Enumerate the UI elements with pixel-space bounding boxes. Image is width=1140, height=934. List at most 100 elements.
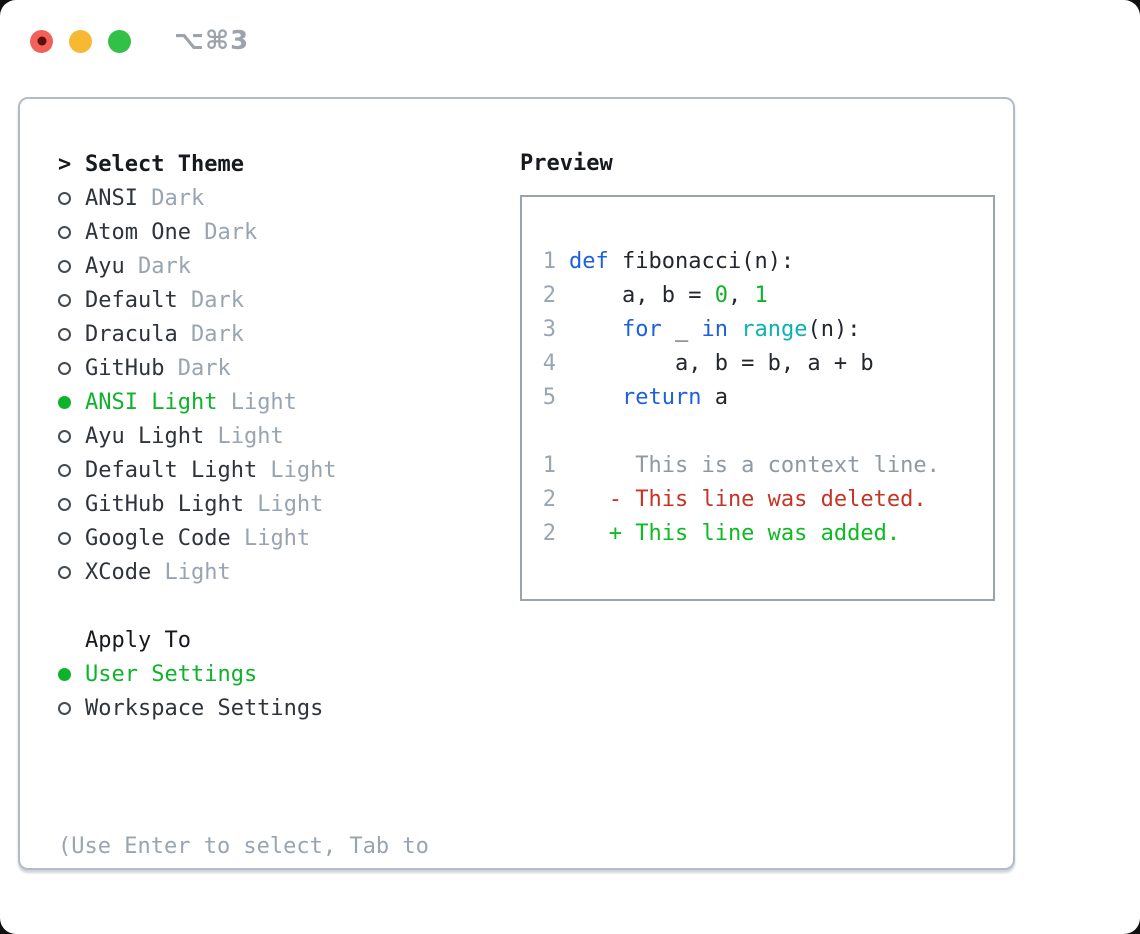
- radio-icon: [58, 293, 71, 307]
- line-content: return a: [621, 385, 728, 410]
- line-number: 2: [542, 521, 556, 546]
- item-label: Ayu Light: [85, 423, 205, 449]
- item-variant-label: Light: [204, 423, 284, 449]
- item-variant-label: Light: [217, 389, 297, 415]
- code-sample: 1 def fibonacci(n): 2 a, b = 0, 1 3 for …: [542, 245, 985, 415]
- code-line: 1 def fibonacci(n):: [542, 245, 985, 279]
- item-label: ANSI Light: [85, 389, 218, 415]
- theme-option-ayu[interactable]: Ayu Dark: [58, 249, 429, 283]
- radio-icon: [58, 225, 71, 239]
- theme-list-header: > Select Theme: [58, 147, 429, 181]
- theme-list: ANSI Dark Atom One Dark Ayu Dark Default…: [58, 181, 429, 589]
- radio-icon: [58, 497, 71, 511]
- window-shortcut-label: ⌥⌘3: [174, 26, 250, 56]
- radio-icon: [58, 361, 71, 375]
- radio-icon: [58, 463, 71, 477]
- item-label: Google Code: [85, 525, 231, 551]
- item-label: ANSI: [85, 185, 138, 211]
- close-button[interactable]: [30, 29, 53, 53]
- theme-option-google-code[interactable]: Google Code Light: [58, 521, 429, 555]
- item-label: XCode: [85, 559, 152, 585]
- item-label: Workspace Settings: [85, 695, 324, 721]
- item-label: Dracula: [85, 321, 178, 347]
- minimize-button[interactable]: [69, 29, 92, 53]
- apply-option-workspace-settings[interactable]: Workspace Settings: [58, 691, 429, 725]
- line-content: This is a context line.: [569, 453, 940, 478]
- theme-option-ansi-light[interactable]: ANSI Light Light: [58, 385, 429, 419]
- code-line: 4 a, b = b, a + b: [542, 347, 985, 381]
- code-line: 2 - This line was deleted.: [542, 483, 985, 517]
- apply-to-title: Apply To: [85, 627, 191, 653]
- radio-icon: [58, 327, 71, 341]
- line-content: for _ in range(n):: [621, 317, 861, 342]
- preview-box: 1 def fibonacci(n): 2 a, b = 0, 1 3 for …: [520, 195, 995, 601]
- item-label: User Settings: [85, 661, 258, 687]
- zoom-button[interactable]: [108, 29, 131, 53]
- theme-option-default-light[interactable]: Default Light Light: [58, 453, 429, 487]
- theme-option-github[interactable]: GitHub Dark: [58, 351, 429, 385]
- theme-option-xcode[interactable]: XCode Light: [58, 555, 429, 589]
- item-variant-label: Dark: [164, 355, 231, 381]
- radio-icon: [58, 531, 71, 545]
- theme-option-default[interactable]: Default Dark: [58, 283, 429, 317]
- apply-to-list: User Settings Workspace Settings: [58, 657, 429, 725]
- line-number: 2: [542, 283, 556, 308]
- line-number: 4: [542, 351, 556, 376]
- radio-icon: [58, 259, 71, 273]
- item-label: Atom One: [85, 219, 191, 245]
- close-dot-icon: [37, 36, 46, 46]
- apply-to-section: Apply To User Settings Workspace Setting…: [58, 623, 429, 725]
- code-line: 3 for _ in range(n):: [542, 313, 985, 347]
- line-number: 5: [542, 385, 556, 410]
- usage-hint: (Use Enter to select, Tab to change focu…: [58, 759, 429, 934]
- code-line: 5 return a: [542, 381, 985, 415]
- diff-sample: 1 This is a context line. 2 - This line …: [542, 449, 985, 551]
- line-content: a, b = 0, 1: [569, 283, 768, 308]
- theme-list-column: > Select Theme ANSI Dark Atom One Dark A…: [58, 147, 429, 934]
- item-variant-label: Dark: [177, 287, 244, 313]
- item-variant-label: Light: [151, 559, 231, 585]
- apply-to-header: Apply To: [58, 623, 429, 657]
- theme-option-dracula[interactable]: Dracula Dark: [58, 317, 429, 351]
- item-variant-label: Dark: [190, 219, 258, 245]
- line-number: 3: [542, 317, 556, 342]
- theme-option-atom-one[interactable]: Atom One Dark: [58, 215, 429, 249]
- line-content: + This line was added.: [569, 521, 901, 546]
- radio-icon: [58, 667, 71, 681]
- radio-icon: [58, 429, 71, 443]
- theme-option-ayu-light[interactable]: Ayu Light Light: [58, 419, 429, 453]
- code-line: 2 + This line was added.: [542, 517, 985, 551]
- item-variant-label: Light: [230, 525, 311, 551]
- line-content: a, b = b, a + b: [569, 351, 874, 376]
- radio-icon: [58, 701, 71, 715]
- line-content: def fibonacci(n):: [569, 249, 795, 274]
- radio-icon: [58, 395, 71, 409]
- line-number: 1: [542, 453, 556, 478]
- code-line: 2 a, b = 0, 1: [542, 279, 985, 313]
- line-content: - This line was deleted.: [569, 487, 927, 512]
- theme-option-github-light[interactable]: GitHub Light Light: [58, 487, 429, 521]
- item-variant-label: Dark: [124, 253, 191, 279]
- selection-caret-icon: >: [58, 151, 72, 177]
- item-label: GitHub Light: [85, 491, 244, 517]
- preview-column: Preview 1 def fibonacci(n): 2 a, b = 0, …: [520, 147, 995, 601]
- radio-icon: [58, 565, 71, 579]
- item-label: Default Light: [85, 457, 258, 483]
- titlebar: ⌥⌘3: [30, 26, 249, 56]
- item-label: GitHub: [85, 355, 165, 381]
- preview-title: Preview: [520, 151, 613, 176]
- line-number: 2: [542, 487, 556, 512]
- item-variant-label: Dark: [177, 321, 244, 347]
- theme-picker-panel: > Select Theme ANSI Dark Atom One Dark A…: [18, 97, 1015, 870]
- item-variant-label: Light: [257, 457, 337, 483]
- theme-option-ansi[interactable]: ANSI Dark: [58, 181, 429, 215]
- item-variant-label: Light: [243, 491, 324, 517]
- usage-hint-line1: (Use Enter to select, Tab to: [58, 834, 429, 859]
- item-label: Default: [85, 287, 178, 313]
- apply-option-user-settings[interactable]: User Settings: [58, 657, 429, 691]
- item-variant-label: Dark: [137, 185, 205, 211]
- theme-list-title: Select Theme: [85, 151, 244, 177]
- radio-icon: [58, 191, 71, 205]
- item-label: Ayu: [85, 253, 125, 279]
